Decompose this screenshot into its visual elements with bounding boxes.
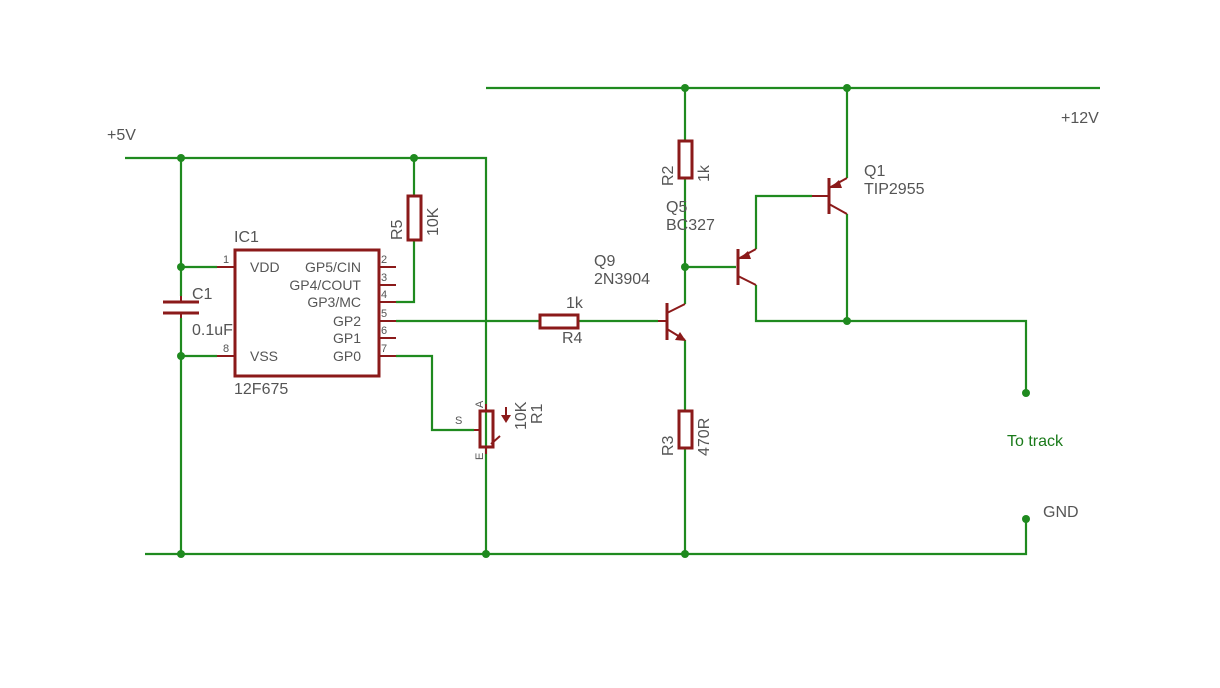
q1-collector: [828, 203, 848, 215]
junction-dot: [681, 550, 689, 558]
net-label-gnd: GND: [1043, 504, 1079, 521]
ic1-pin-label: GP5/CIN: [305, 259, 361, 275]
terminal-gnd: [1022, 515, 1030, 523]
q1-name: Q1: [864, 163, 885, 180]
junction-dot: [177, 352, 185, 360]
transistor-q9: Q9 2N3904: [594, 253, 686, 341]
ic1-chip: IC1 12F675 VDD VSS 1 8 GP5/CIN GP4/COUT …: [217, 229, 396, 398]
ic1-pin-number: 6: [381, 325, 387, 337]
q1-emitter-arrow: [830, 180, 842, 188]
junction-dot: [681, 84, 689, 92]
c1-name: C1: [192, 286, 213, 303]
r3-body: [677, 409, 694, 450]
r4-body: [538, 313, 580, 330]
ic1-pin-label: VSS: [250, 348, 278, 364]
r1-name: R1: [529, 403, 546, 424]
junction-dot: [482, 550, 490, 558]
r3-value: 470R: [696, 418, 713, 456]
ic1-pin-number: 5: [381, 308, 387, 320]
ic1-pin-number: 8: [223, 343, 229, 355]
q5-emitter-arrow: [739, 251, 751, 259]
r4-name: R4: [562, 330, 583, 347]
c1-value: 0.1uF: [192, 322, 233, 339]
terminal-track: [1022, 389, 1030, 397]
r1-value: 10K: [513, 401, 530, 430]
q9-emitter-arrow: [675, 332, 686, 341]
wire-gnd-rail: [145, 520, 1028, 556]
ic1-name: IC1: [234, 229, 259, 246]
r5-body: [406, 194, 423, 242]
junctions: [177, 84, 1030, 558]
junction-dot: [410, 154, 418, 162]
capacitor-c1: C1 0.1uF: [163, 286, 233, 339]
resistor-r2: R2 1k: [660, 139, 713, 186]
net-label-12v: +12V: [1061, 110, 1099, 127]
junction-dot: [177, 263, 185, 271]
junction-dot: [681, 263, 689, 271]
net-label-to-track: To track: [1007, 433, 1064, 450]
ic1-pin-label: GP0: [333, 348, 361, 364]
net-labels: +5V +12V GND To track: [107, 110, 1099, 521]
trimmer-r1: S A E 10K R1: [455, 400, 546, 460]
ic1-value: 12F675: [234, 381, 288, 398]
net-label-5v: +5V: [107, 127, 136, 144]
junction-dot: [843, 317, 851, 325]
r3-name: R3: [660, 435, 677, 456]
r4-value: 1k: [566, 295, 584, 312]
ic1-pin-number: 2: [381, 254, 387, 266]
ic1-pin-label: GP4/COUT: [289, 277, 361, 293]
junction-dot: [177, 550, 185, 558]
ic1-pin-number: 1: [223, 254, 229, 266]
ic1-pin-label: GP3/MC: [307, 294, 361, 310]
r2-name: R2: [660, 165, 677, 186]
q5-collector: [737, 275, 757, 286]
q1-value: TIP2955: [864, 181, 925, 198]
wires: [125, 86, 1100, 556]
ic1-pin-number: 4: [381, 289, 387, 301]
q9-value: 2N3904: [594, 271, 650, 288]
r1-pin-a: A: [474, 400, 486, 408]
r2-body: [677, 139, 694, 180]
ic1-pin-number: 3: [381, 272, 387, 284]
q9-collector: [666, 303, 686, 314]
r2-value: 1k: [696, 164, 713, 182]
ic1-pin-label: GP1: [333, 330, 361, 346]
wire-q5-out: [754, 285, 1028, 393]
junction-dot: [177, 154, 185, 162]
resistor-r5: R5 10K: [389, 194, 442, 242]
ic1-pin-number: 7: [381, 343, 387, 355]
transistor-q5: Q5 BC327: [666, 199, 757, 286]
wire-r5-bottom: [396, 240, 416, 304]
q9-name: Q9: [594, 253, 615, 270]
wire-5v-rail: [125, 156, 488, 554]
resistor-r3: R3 470R: [660, 409, 713, 456]
resistor-r4: 1k R4: [538, 295, 584, 347]
r1-pin-e: E: [474, 453, 486, 460]
ic1-body: [233, 248, 381, 378]
q5-value: BC327: [666, 217, 715, 234]
r5-value: 10K: [425, 207, 442, 236]
q5-name: Q5: [666, 199, 687, 216]
wire-q5-q1: [754, 194, 812, 249]
transistor-q1: Q1 TIP2955: [812, 163, 925, 215]
r1-pin-s: S: [455, 415, 462, 427]
wire-gp0-r1: [396, 354, 474, 432]
r5-name: R5: [389, 219, 406, 240]
junction-dot: [843, 84, 851, 92]
ic1-pin-label: GP2: [333, 313, 361, 329]
ic1-pin-label: VDD: [250, 259, 280, 275]
